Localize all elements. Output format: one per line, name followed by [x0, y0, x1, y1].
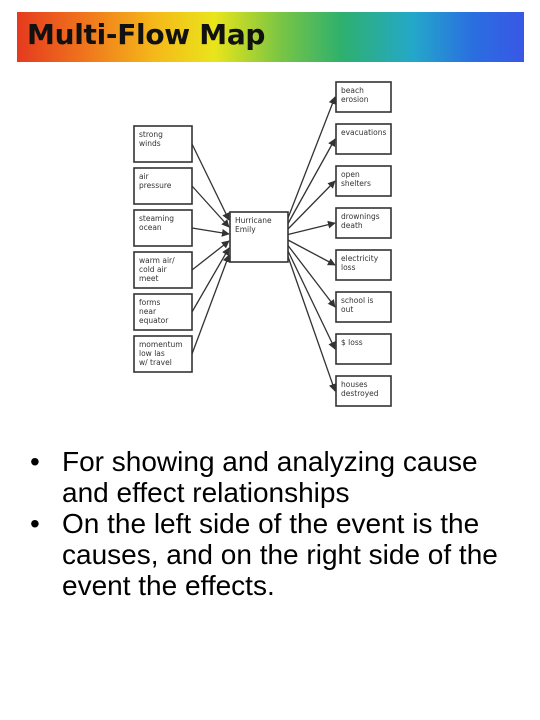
effect-box: $ loss: [335, 333, 392, 365]
effect-box-label: houses: [341, 380, 368, 389]
event-box-border: [229, 211, 289, 263]
cause-box-label: low las: [139, 349, 165, 358]
page-title: Multi-Flow Map: [27, 18, 266, 51]
effect-arrow: [287, 250, 336, 350]
cause-box-border: [133, 335, 193, 373]
cause-box-label: warm air/: [139, 256, 175, 265]
cause-arrow: [191, 240, 230, 271]
effect-arrow: [287, 180, 336, 230]
bullet-dot: •: [30, 508, 40, 539]
effect-box-label: death: [341, 221, 363, 230]
effect-arrow: [287, 220, 336, 236]
cause-box-border: [133, 209, 193, 247]
effect-box-border: [335, 291, 392, 323]
event-box-label: Hurricane: [235, 216, 272, 225]
effect-box-label: school is: [341, 296, 374, 305]
effect-box-label: electricity: [341, 254, 379, 263]
event-box-label: Emily: [235, 225, 256, 234]
effect-box-border: [335, 123, 392, 155]
effect-box-label: loss: [341, 263, 356, 272]
effect-box-border: [335, 165, 392, 197]
effect-box-label: drownings: [341, 212, 380, 221]
title-bar: Multi-Flow Map: [17, 12, 524, 62]
bullet-text: For showing and analyzing cause and effe…: [62, 446, 478, 508]
cause-box-label: strong: [139, 130, 163, 139]
cause-box-label: ocean: [139, 223, 162, 232]
cause-arrow: [191, 143, 230, 221]
cause-box-label: w/ travel: [139, 358, 172, 367]
effect-box-border: [335, 81, 392, 113]
effect-arrow: [287, 96, 337, 219]
effect-box-label: destroyed: [341, 389, 379, 398]
effect-box-label: open: [341, 170, 360, 179]
effect-box-label: $ loss: [341, 338, 363, 347]
cause-box-border: [133, 251, 193, 289]
cause-box-label: pressure: [139, 181, 172, 190]
cause-arrow: [191, 227, 230, 237]
cause-arrow: [191, 185, 230, 228]
effect-box-border: [335, 333, 392, 365]
effect-arrow: [287, 138, 336, 224]
cause-arrow: [191, 247, 230, 313]
bullet-dot: •: [30, 446, 40, 477]
cause-box-label: air: [139, 172, 150, 181]
effect-box-border: [335, 249, 392, 281]
cause-box-label: meet: [139, 274, 159, 283]
effect-box-label: shelters: [341, 179, 371, 188]
effect-box-label: out: [341, 305, 353, 314]
bullet-list: • For showing and analyzing cause and ef…: [26, 446, 526, 601]
cause-box-border: [133, 293, 193, 331]
cause-box-label: equator: [139, 316, 169, 325]
cause-box-border: [133, 167, 193, 205]
cause-box-label: cold air: [139, 265, 168, 274]
cause-box-label: winds: [139, 139, 161, 148]
cause-box-border: [133, 125, 193, 163]
effect-arrow: [287, 256, 337, 392]
bullet-item: • For showing and analyzing cause and ef…: [26, 446, 526, 508]
bullet-item: • On the left side of the event is the c…: [26, 508, 526, 601]
cause-box-label: momentum: [139, 340, 183, 349]
effect-arrow: [287, 239, 336, 266]
cause-box-label: steaming: [139, 214, 174, 223]
cause-box-label: forms: [139, 298, 160, 307]
effect-box-border: [335, 207, 392, 239]
effect-box-label: evacuations: [341, 128, 386, 137]
effect-box-label: beach: [341, 86, 364, 95]
bullet-text: On the left side of the event is the cau…: [62, 508, 498, 601]
effect-arrow: [287, 245, 336, 308]
effect-box-label: erosion: [341, 95, 369, 104]
cause-arrow: [191, 254, 231, 355]
effect-box-border: [335, 375, 392, 407]
effect-box: evacuations: [335, 123, 392, 155]
cause-box-label: near: [139, 307, 157, 316]
